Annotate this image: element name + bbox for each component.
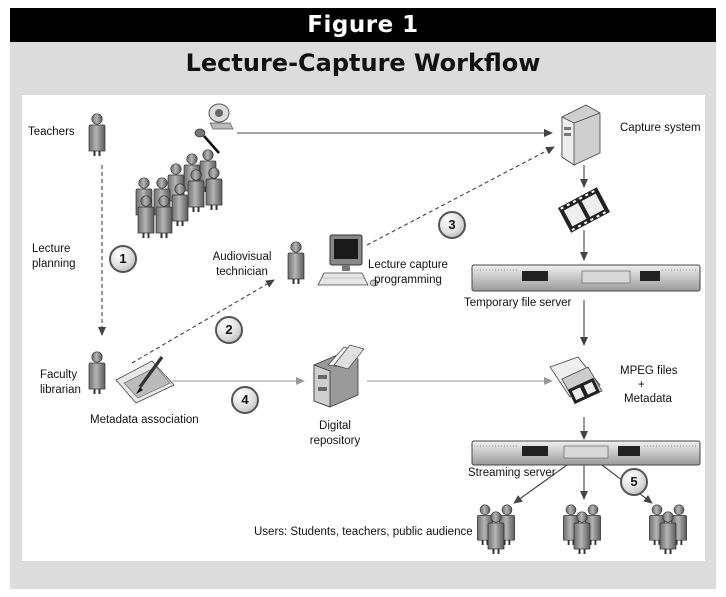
webcam-icon	[208, 103, 234, 130]
step-marker-3: 3	[438, 211, 466, 239]
label-digital-repository-line2: repository	[309, 435, 361, 447]
figure-header: Figure 1	[10, 8, 716, 42]
label-faculty-librarian-line2: librarian	[40, 384, 81, 396]
film-strip-icon	[558, 187, 610, 233]
user-group-icon-middle	[563, 505, 600, 554]
label-capture-system: Capture system	[620, 122, 701, 134]
label-mpeg-metadata: Metadata	[624, 393, 672, 405]
diagram-graphics	[88, 103, 701, 561]
user-group-icon-left	[477, 505, 514, 554]
step-marker-4: 4	[231, 386, 259, 414]
label-digital-repository-line1: Digital	[319, 420, 351, 432]
label-faculty-librarian-line1: Faculty	[40, 369, 78, 381]
teacher-person-icon	[88, 112, 106, 157]
technician-person-icon	[287, 240, 305, 285]
step-marker-2: 2	[215, 316, 243, 344]
computer-icon	[317, 234, 379, 287]
label-audiovisual-technician-line1: Audiovisual	[212, 251, 272, 263]
label-lecture-capture-programming-line1: Lecture capture	[368, 259, 448, 271]
arrow-to-technician	[131, 279, 275, 364]
mpeg-files-icon	[549, 356, 603, 405]
user-group-icon-right	[649, 505, 686, 554]
arrow-stream-to-users-left	[513, 464, 568, 504]
label-lecture-planning-line1: Lecture	[32, 243, 71, 255]
label-audiovisual-technician-line2: technician	[216, 266, 268, 278]
streaming-server-icon	[471, 440, 701, 466]
digital-repository-icon	[313, 344, 365, 408]
label-lecture-planning-line2: planning	[32, 258, 76, 270]
microphone-icon	[194, 128, 220, 154]
temp-file-server-icon	[471, 264, 701, 292]
label-lecture-capture-programming-line2: programming	[374, 274, 442, 286]
figure-title: Lecture-Capture Workflow	[185, 49, 541, 77]
step-marker-1: 1	[109, 245, 137, 273]
label-metadata-association: Metadata association	[90, 414, 199, 426]
step-marker-5: 5	[620, 468, 648, 496]
label-teachers: Teachers	[28, 126, 75, 138]
label-temporary-file-server: Temporary file server	[464, 297, 572, 309]
metadata-document-icon	[115, 356, 175, 404]
audience-crowd-icon	[135, 148, 223, 239]
label-streaming-server: Streaming server	[468, 467, 556, 479]
arrow-to-capture	[366, 146, 555, 246]
label-mpeg-plus: +	[638, 379, 645, 391]
capture-system-icon	[561, 104, 601, 166]
label-users: Users: Students, teachers, public audien…	[254, 526, 473, 538]
diagram-canvas: Teachers Lecture planning Faculty librar…	[22, 95, 705, 561]
faculty-librarian-person-icon	[88, 350, 106, 395]
label-mpeg-files: MPEG files	[620, 365, 678, 377]
